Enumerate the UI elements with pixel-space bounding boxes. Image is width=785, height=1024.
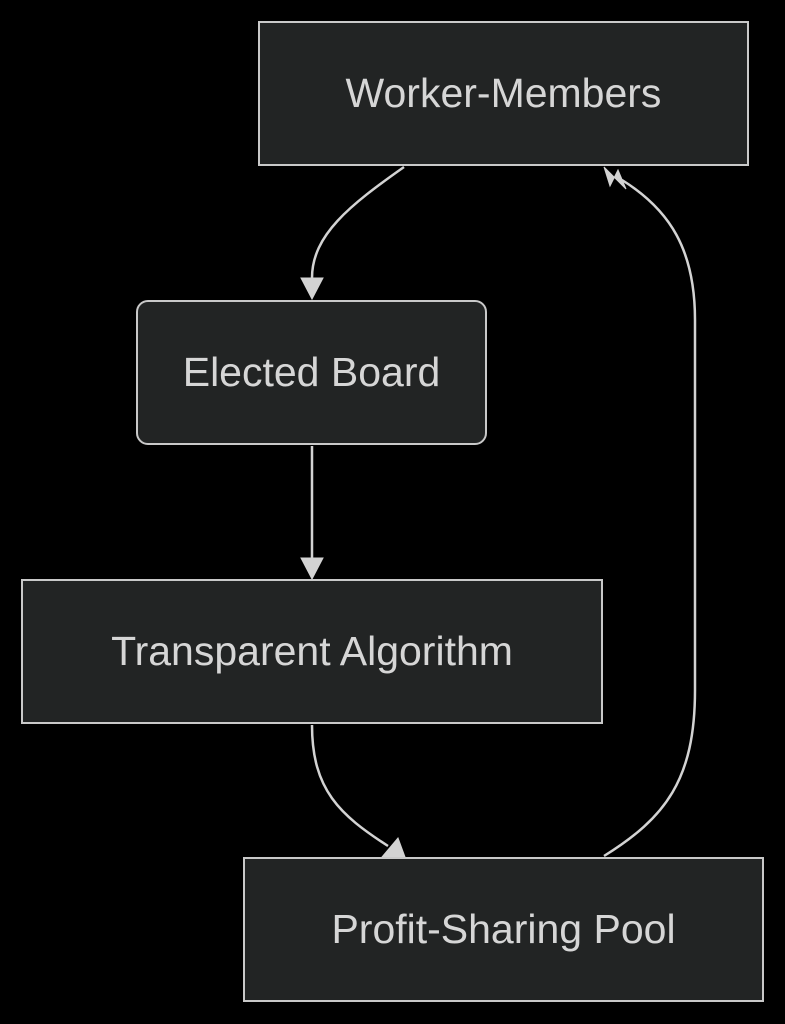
node-label: Elected Board	[182, 349, 441, 395]
arrowhead-worker	[603, 166, 627, 190]
node-label: Worker-Members	[345, 70, 662, 116]
arrowhead-board	[300, 277, 324, 301]
edge-pool-to-worker	[603, 178, 697, 858]
edge-worker-to-board	[310, 165, 405, 279]
node-worker-members: Worker-Members	[258, 21, 749, 166]
arrowhead-algorithm	[300, 557, 324, 581]
node-profit-sharing-pool: Profit-Sharing Pool	[243, 857, 764, 1002]
node-label: Profit-Sharing Pool	[331, 906, 676, 952]
edge-algorithm-to-pool	[310, 724, 389, 848]
node-label: Transparent Algorithm	[111, 628, 513, 674]
node-elected-board: Elected Board	[136, 300, 487, 445]
arrowhead-pool	[380, 837, 406, 858]
node-transparent-algorithm: Transparent Algorithm	[21, 579, 603, 724]
